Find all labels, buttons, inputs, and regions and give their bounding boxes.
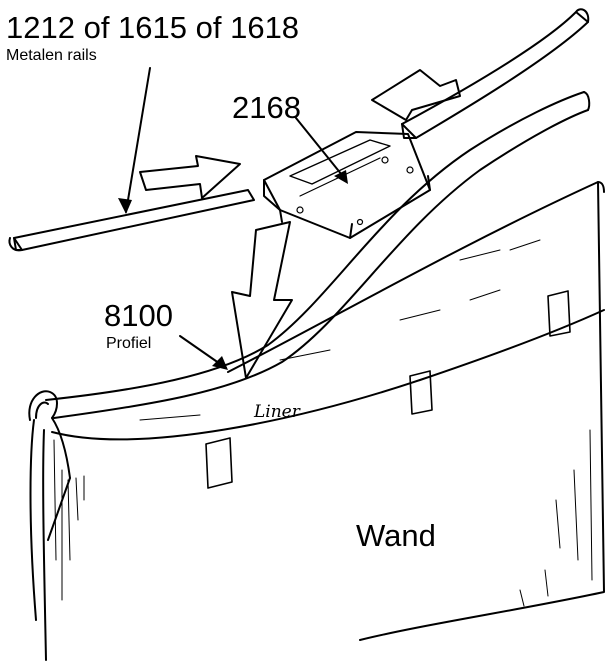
arrow-icon-down (231, 221, 293, 379)
rail-part-right (401, 8, 590, 139)
wall-label: Wand (356, 518, 436, 553)
liner-sheet (29, 239, 605, 661)
rail-numbers-label: 1212 of 1615 of 1618 (6, 10, 300, 45)
liner-label: Liner (254, 402, 300, 422)
profile-name-label: Profiel (106, 335, 152, 352)
profile-part (28, 91, 591, 479)
arrow-icon-left (371, 69, 461, 121)
clip-part (263, 131, 431, 239)
rail-name-label: Metalen rails (6, 47, 97, 64)
rail-part-left (8, 189, 255, 252)
clip-number-label: 2168 (232, 90, 301, 125)
tape-strip (205, 290, 571, 489)
profile-number-label: 8100 (104, 298, 173, 333)
wall-panel (227, 181, 605, 641)
arrow-icon-right (139, 155, 241, 199)
